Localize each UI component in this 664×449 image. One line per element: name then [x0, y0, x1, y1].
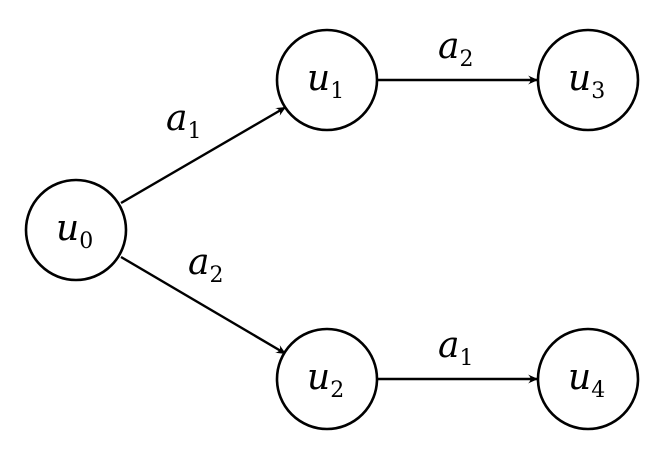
node-u3: u3	[536, 28, 640, 132]
node-u4: u4	[536, 327, 640, 431]
edge-u0-u1: a1	[120, 98, 287, 205]
edge-u0-u2: a2	[120, 242, 287, 356]
edge-label: a2	[438, 26, 473, 72]
edge-u2-u4: a1	[378, 325, 538, 384]
node-label: u0	[56, 208, 93, 254]
edge-label: a2	[188, 242, 223, 288]
edge-label: a1	[438, 325, 473, 371]
node-label: u2	[307, 357, 344, 403]
node-u1: u1	[275, 28, 379, 132]
node-label: u3	[568, 58, 605, 104]
node-label: u4	[568, 357, 605, 403]
node-label: u1	[307, 58, 344, 104]
node-u2: u2	[275, 327, 379, 431]
edge-label: a1	[166, 98, 201, 144]
edge-u1-u3: a2	[378, 26, 538, 85]
node-u0: u0	[24, 178, 128, 282]
